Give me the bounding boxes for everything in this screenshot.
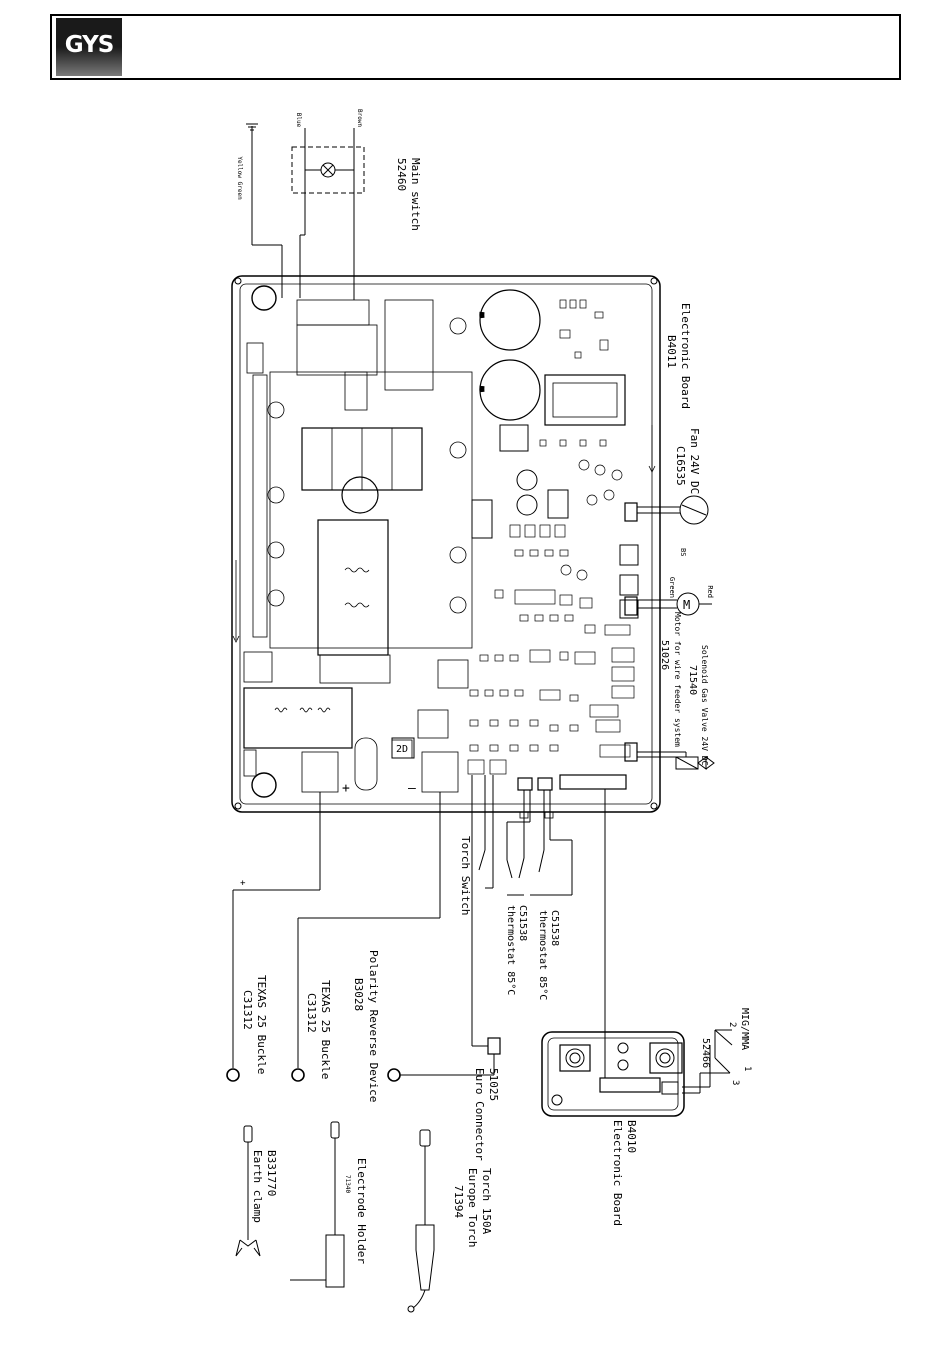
texas1-name: TEXAS 25 Buckle — [255, 975, 268, 1074]
electronic-board-secondary — [541, 1029, 733, 1117]
polarity-name: Polarity Reverse Device — [367, 950, 380, 1102]
motor-wire-red: Red — [706, 585, 714, 598]
label-wire-brown: Brown — [356, 109, 363, 127]
output-wiring — [226, 775, 606, 1082]
texas1-ref: C31312 — [241, 990, 254, 1030]
motor-ref: 51026 — [659, 640, 670, 670]
texas2-ref: C31312 — [305, 993, 318, 1033]
main-switch-ref: 52460 — [395, 158, 408, 191]
electrode-holder-name: Electrode Holder — [355, 1158, 368, 1264]
solenoid-valve — [637, 751, 715, 770]
fan-ref: C16535 — [674, 446, 687, 486]
euro-name: Euro Connector — [473, 1068, 486, 1161]
torch-switch-name: Torch Switch — [459, 836, 472, 915]
board-sec-ref: B4010 — [625, 1120, 638, 1153]
mig-switch-name: MIG/MMA — [739, 1008, 750, 1050]
earth-clamp-name: Earth clamp — [251, 1150, 264, 1223]
solenoid-name: Solenoid Gas Valve 24V DC — [700, 645, 709, 766]
torch-ref: 71394 — [452, 1185, 465, 1218]
logo-text: GYS — [64, 32, 115, 58]
header-frame: GYS — [50, 14, 901, 80]
wire-feeder-motor: M — [637, 592, 712, 616]
polarity-ref: B3028 — [352, 978, 365, 1011]
thermostat2-name: thermostat 85°C — [537, 910, 548, 1000]
board-main-ref: B4011 — [665, 335, 678, 368]
motor-name: Motor for wire feeder system — [673, 612, 682, 747]
earth-clamp-ref: B331770 — [265, 1150, 278, 1196]
thermostat2-ref: C51538 — [549, 910, 560, 946]
texas2-name: TEXAS 25 Buckle — [319, 980, 332, 1079]
gys-logo: GYS — [56, 18, 122, 76]
label-wire-earth: Yellow Green — [236, 156, 243, 200]
fan — [637, 495, 709, 525]
euro-ref: 51025 — [487, 1068, 500, 1101]
mig-switch-pin2: 2 — [727, 1022, 737, 1027]
fan-name: Fan 24V DC — [688, 428, 701, 494]
texas1-sign: + — [237, 880, 247, 886]
torch-name: Torch 150A — [480, 1168, 493, 1235]
mig-switch-ref: 52466 — [700, 1038, 711, 1068]
main-switch — [246, 123, 365, 300]
earth-clamp — [235, 1125, 261, 1257]
thermostat1-ref: C51538 — [517, 905, 528, 941]
main-switch-name: Main switch — [409, 158, 422, 231]
mig-switch-pin3: 3 — [730, 1080, 740, 1085]
solenoid-ref: 71540 — [687, 665, 698, 695]
board-plus-terminal: + — [342, 781, 350, 796]
torch — [407, 1129, 435, 1313]
board-minus-terminal: – — [408, 781, 416, 796]
thermostat1-name: thermostat 85°C — [505, 905, 516, 995]
mig-switch-pin1: 1 — [742, 1066, 752, 1071]
board-sec-name: Electronic Board — [611, 1120, 624, 1226]
motor-wire-green: Green — [668, 577, 676, 598]
board-label-2d: 2D — [396, 744, 408, 755]
board-main-name: Electronic Board — [679, 303, 692, 409]
svg-text:M: M — [683, 598, 690, 612]
electronic-board-main: 2D + – — [231, 275, 661, 813]
electrode-holder-ref: 71340 — [344, 1175, 351, 1193]
fan-mark: BS — [679, 548, 687, 556]
electrode-holder — [290, 1121, 345, 1288]
torch-type: Europe Torch — [466, 1168, 479, 1247]
label-wire-blue: Blue — [295, 113, 302, 128]
